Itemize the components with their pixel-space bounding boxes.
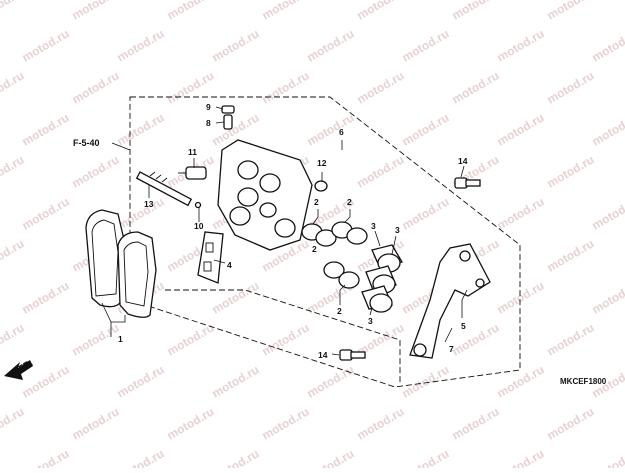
watermark-text: motod.ru (20, 194, 72, 232)
watermark-text: motod.ru (450, 404, 502, 442)
part-number-7: 7 (449, 344, 454, 354)
watermark-text: motod.ru (0, 320, 27, 358)
watermark-text: motod.ru (305, 362, 357, 400)
direction-label: FR. (17, 358, 35, 374)
watermark-text: motod.ru (545, 152, 597, 190)
watermark-text: motod.ru (210, 26, 262, 64)
part-number-14: 14 (458, 156, 468, 166)
watermark-text: motod.ru (450, 320, 502, 358)
watermark-text: motod.ru (590, 110, 625, 148)
part-number-6: 6 (339, 127, 344, 137)
part-number-8: 8 (206, 118, 211, 128)
watermark-text: motod.ru (305, 110, 357, 148)
part-number-3: 3 (371, 221, 376, 231)
watermark-text: motod.ru (115, 110, 167, 148)
watermark-text: motod.ru (400, 194, 452, 232)
watermark-text: motod.ru (590, 194, 625, 232)
part-number-14: 14 (318, 350, 328, 360)
watermark-text: motod.ru (305, 26, 357, 64)
part-number-3: 3 (395, 225, 400, 235)
watermark-text: motod.ru (0, 404, 27, 442)
watermark-text: motod.ru (0, 68, 27, 106)
watermark-text: motod.ru (355, 0, 407, 23)
watermark-text: motod.ru (450, 0, 502, 23)
watermark-text: motod.ru (545, 0, 597, 23)
watermark-text: motod.ru (355, 404, 407, 442)
watermark-text: motod.ru (260, 68, 312, 106)
part-number-4: 4 (227, 260, 232, 270)
pin-clip (196, 203, 201, 208)
watermark-text: motod.ru (260, 404, 312, 442)
watermark-text: motod.ru (0, 0, 27, 23)
part-number-2: 2 (337, 306, 342, 316)
part-number-13: 13 (144, 199, 154, 209)
piston-seals (302, 222, 367, 288)
part-number-9: 9 (206, 102, 211, 112)
watermark-text: motod.ru (165, 0, 217, 23)
watermark-text: motod.ru (545, 320, 597, 358)
watermark-text: motod.ru (0, 236, 27, 274)
watermark-text: motod.ru (0, 152, 27, 190)
watermark-text: motod.ru (260, 0, 312, 23)
part-number-2: 2 (312, 244, 317, 254)
watermark-text: motod.ru (495, 362, 547, 400)
watermark-text: motod.ru (590, 26, 625, 64)
watermark-text: motod.ru (495, 446, 547, 468)
reference-callout: F-5-40 (73, 138, 100, 148)
watermark-text: motod.ru (115, 26, 167, 64)
watermark-text: motod.ru (70, 404, 122, 442)
watermark-text: motod.ru (70, 68, 122, 106)
watermark-text: motod.ru (545, 68, 597, 106)
watermark-text: motod.ru (545, 404, 597, 442)
watermark-text: motod.ru (495, 278, 547, 316)
watermark-text: motod.ru (20, 110, 72, 148)
mounting-bolt-upper (455, 178, 480, 188)
part-number-11: 11 (188, 147, 197, 157)
watermark-text: motod.ru (20, 26, 72, 64)
watermark-text: motod.ru (165, 404, 217, 442)
part-number-5: 5 (461, 321, 466, 331)
watermark-text: motod.ru (210, 362, 262, 400)
watermark-text: motod.ru (20, 446, 72, 468)
bleeder-cap (315, 181, 327, 191)
watermark-text: motod.ru (400, 446, 452, 468)
watermark-text: motod.ru (495, 26, 547, 64)
watermark-text: motod.ru (115, 362, 167, 400)
part-number-3: 3 (368, 316, 373, 326)
watermark-text: motod.ru (495, 194, 547, 232)
part-number-10: 10 (194, 221, 204, 231)
watermark-text: motod.ru (70, 320, 122, 358)
watermark-text: motod.ru (400, 26, 452, 64)
watermark-text: motod.ru (590, 278, 625, 316)
diagram-code: MKCEF1800 (560, 377, 607, 386)
watermark-text: motod.ru (70, 0, 122, 23)
watermark-text: motod.ru (210, 446, 262, 468)
mounting-bolt-lower (340, 350, 365, 360)
watermark-text: motod.ru (590, 446, 625, 468)
watermark-text: motod.ru (450, 68, 502, 106)
part-number-2: 2 (314, 197, 319, 207)
brake-pads (86, 210, 156, 317)
watermark-text: motod.ru (545, 236, 597, 274)
part-number-2: 2 (347, 197, 352, 207)
watermark-text: motod.ru (355, 68, 407, 106)
part-number-12: 12 (317, 158, 327, 168)
watermark-text: motod.ru (400, 110, 452, 148)
pad-spring (198, 232, 223, 283)
watermark-text: motod.ru (400, 362, 452, 400)
watermark-text: motod.ru (210, 278, 262, 316)
watermark-text: motod.ru (115, 446, 167, 468)
watermark-text: motod.ru (165, 68, 217, 106)
watermark-text: motod.ru (355, 152, 407, 190)
watermark-text: motod.ru (20, 278, 72, 316)
bleeder-screw (222, 106, 234, 129)
watermark-text: motod.ru (305, 446, 357, 468)
watermark-text: motod.ru (115, 194, 167, 232)
watermark-text: motod.ru (495, 110, 547, 148)
watermark-text: motod.ru (70, 152, 122, 190)
watermark-text: motod.ru (260, 320, 312, 358)
part-number-1: 1 (118, 334, 123, 344)
